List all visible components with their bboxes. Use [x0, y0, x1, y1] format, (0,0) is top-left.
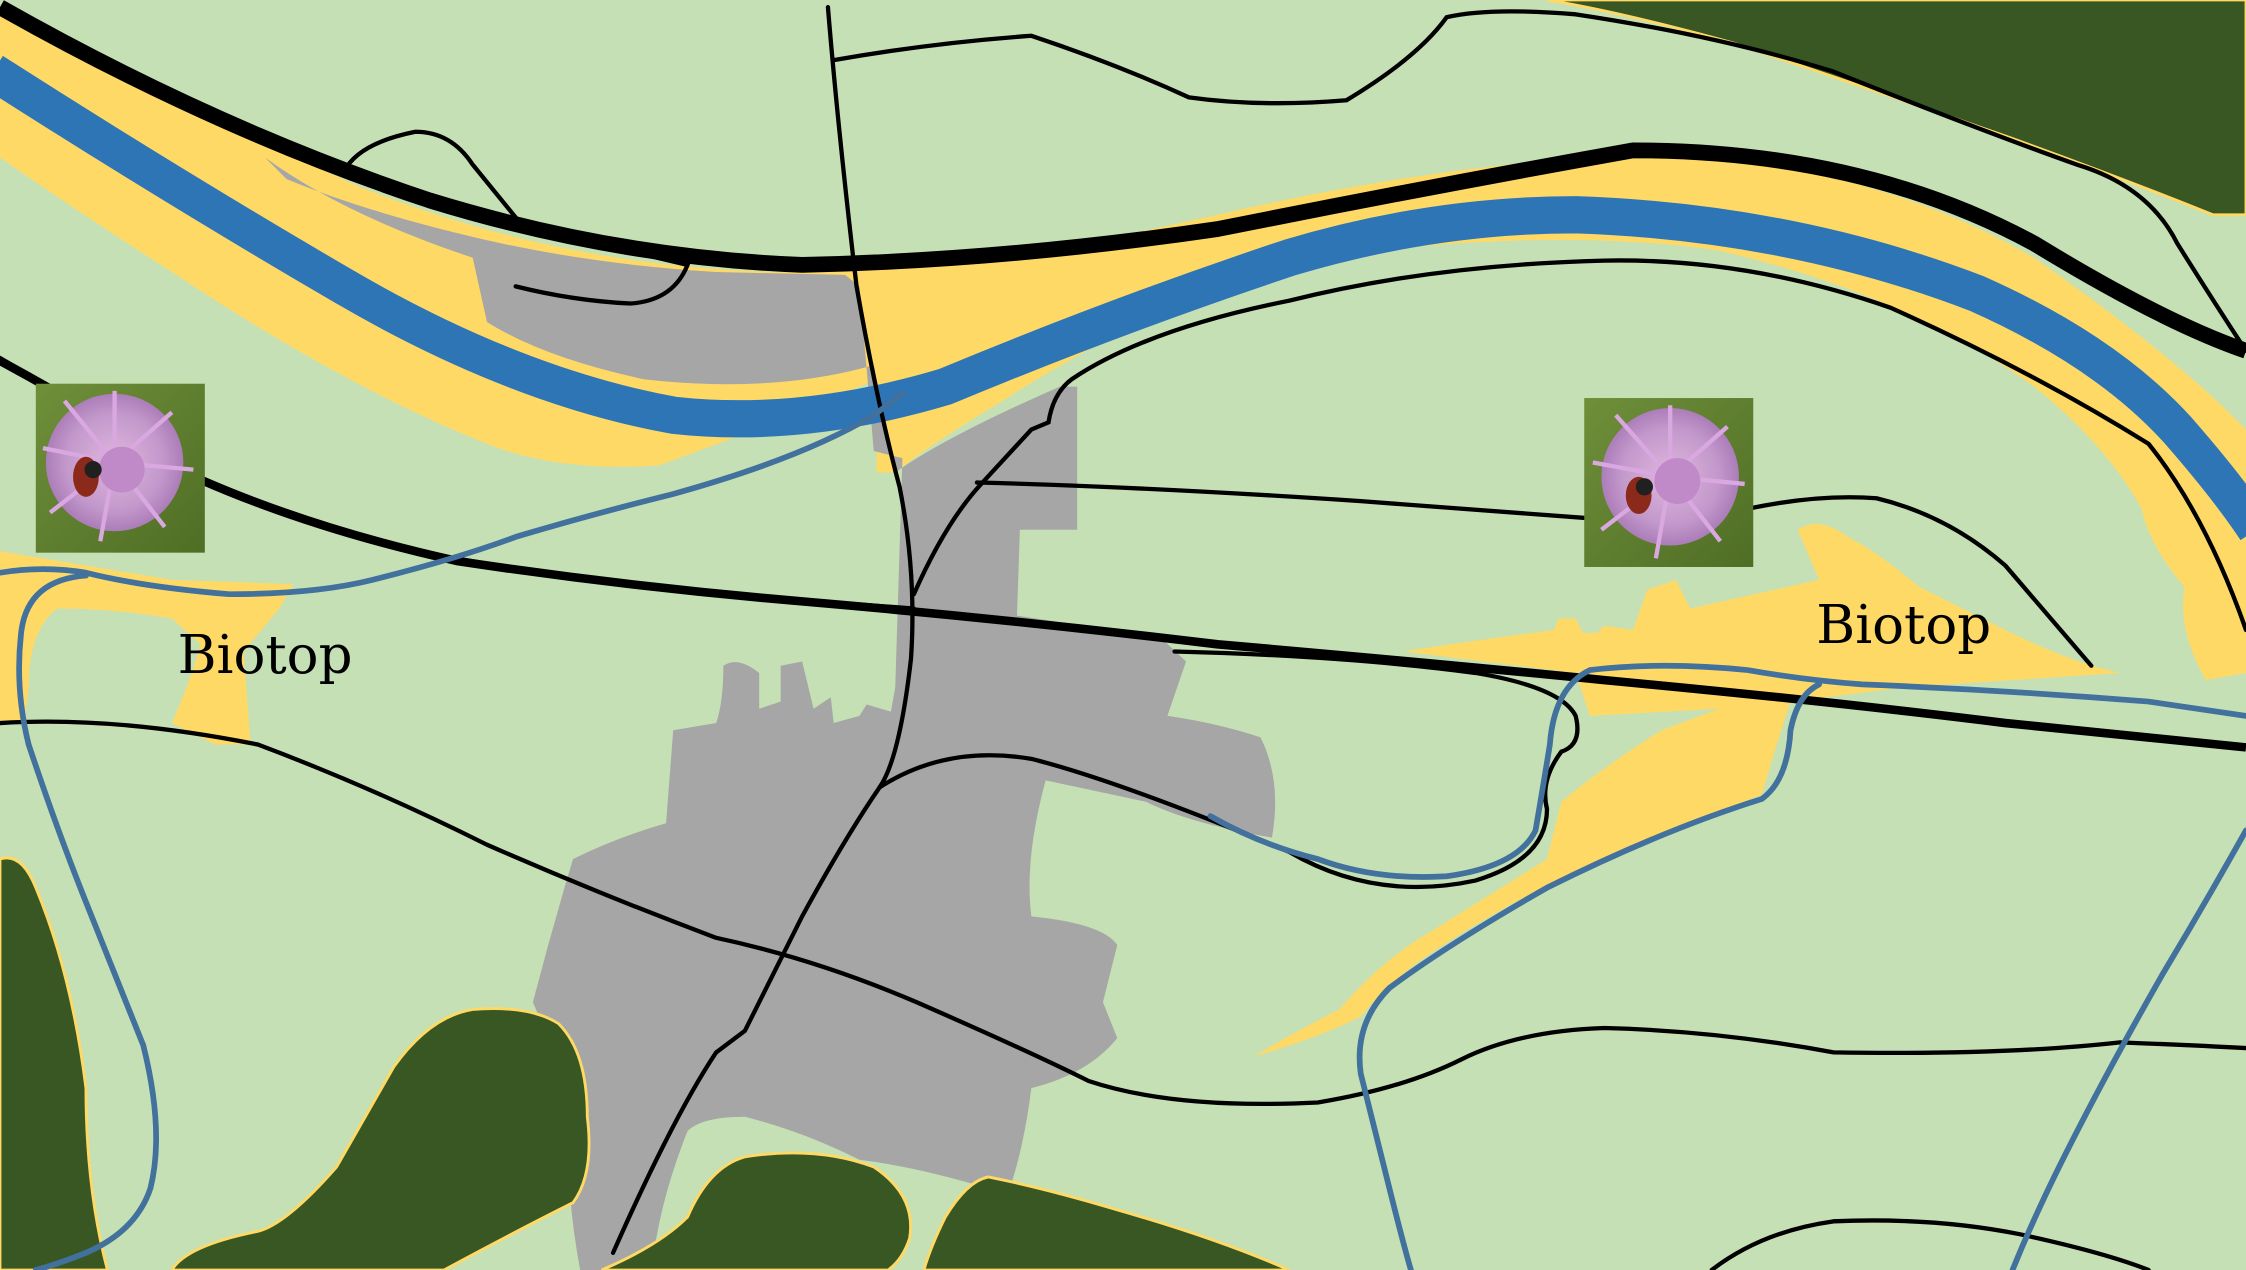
forest-area-bottom-right: [922, 1175, 1290, 1270]
stream-east: [1207, 662, 2246, 880]
road-east-middle: [974, 480, 1593, 521]
thistle-flower-with-bee-icon: [1584, 398, 1754, 567]
biotope-label-left: Biotop: [178, 625, 353, 686]
stream-southeast: [1356, 681, 1823, 1270]
biotope-label-right: Biotop: [1816, 595, 1991, 656]
forest-area-bottom-left: [0, 856, 109, 1270]
railway-secondary: [0, 357, 2246, 752]
road-east-curve: [1748, 495, 2094, 668]
thistle-flower-with-bee-icon: [35, 383, 205, 553]
stream-east-south: [2009, 827, 2246, 1270]
road-north-1: [831, 9, 2246, 353]
road-north-south: [610, 5, 915, 1255]
road-east-loop: [877, 649, 1580, 890]
forest-area-bottom-center: [170, 1007, 591, 1270]
stream-network: [0, 390, 2246, 1270]
forest-area-bottom-mid: [601, 1151, 912, 1270]
railway-main: [0, 0, 2246, 359]
riverbank-biotope: [0, 14, 2246, 681]
road-east-upper: [911, 258, 2246, 633]
river: [0, 55, 2246, 541]
biotope-area-right: [1253, 524, 2120, 1057]
stream-west: [0, 390, 906, 598]
settlement-area: [264, 157, 1276, 1270]
road-south-east: [1709, 1218, 2151, 1270]
stream-west-loop: [16, 572, 159, 1270]
road-loop-north: [341, 129, 691, 306]
biotope-area-left: [0, 551, 294, 745]
road-south-main: [0, 719, 2246, 1107]
